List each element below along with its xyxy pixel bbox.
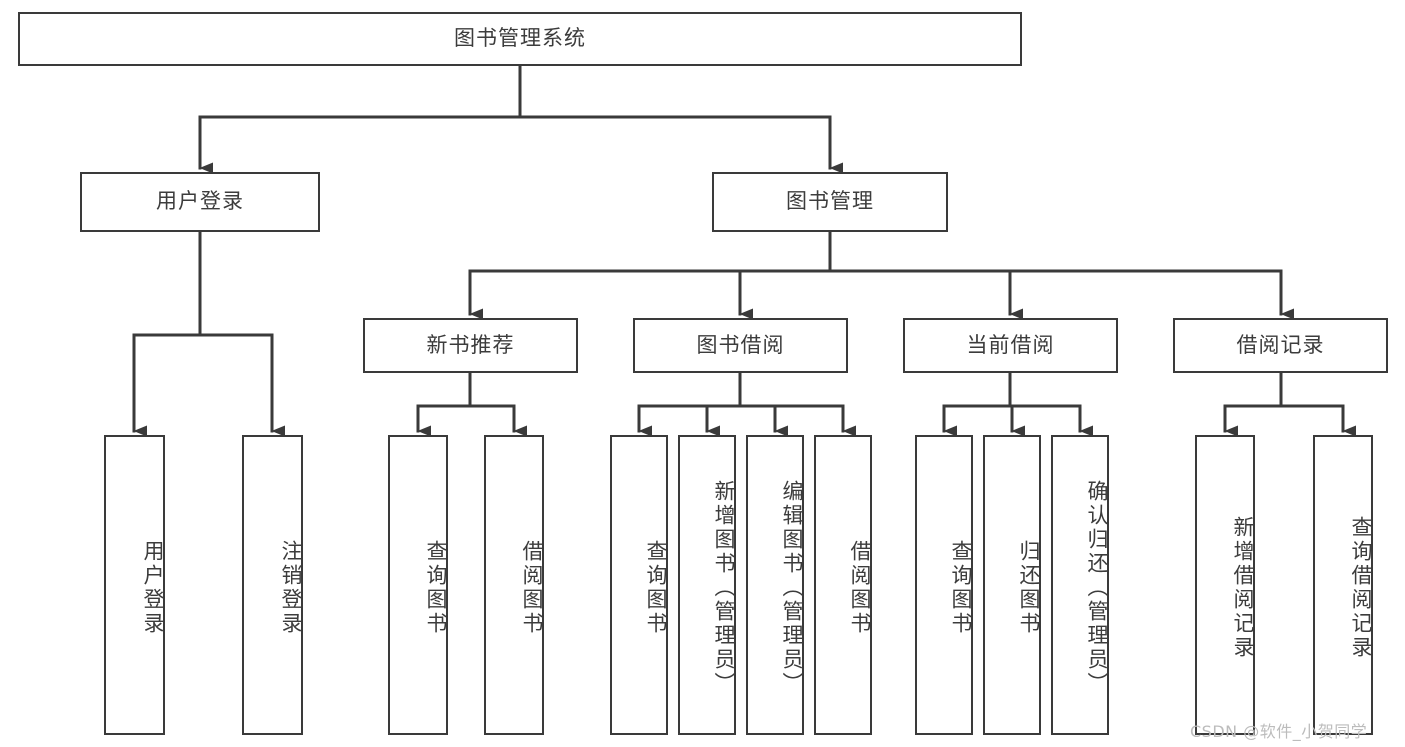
leaf-node[interactable]: 查询图书: [610, 435, 668, 735]
node-book-borrow-label: 图书借阅: [696, 332, 785, 357]
leaf-node[interactable]: 编辑图书（管理员）: [746, 435, 804, 735]
leaf-node-label: 查询图书: [949, 540, 973, 636]
node-book-management-label: 图书管理: [786, 189, 874, 214]
leaf-node-label: 新增图书（管理员）: [712, 480, 736, 696]
node-user-login-label: 用户登录: [156, 189, 244, 214]
leaf-node-label: 归还图书: [1017, 540, 1041, 636]
leaf-node-label: 编辑图书（管理员）: [780, 480, 804, 696]
leaf-node-label: 新增借阅记录: [1231, 516, 1255, 660]
leaf-node[interactable]: 查询图书: [915, 435, 973, 735]
node-borrow-record-label: 借阅记录: [1236, 332, 1325, 357]
leaf-node[interactable]: 确认归还（管理员）: [1051, 435, 1109, 735]
leaf-node[interactable]: 新增图书（管理员）: [678, 435, 736, 735]
node-new-book-recommend-label: 新书推荐: [426, 332, 515, 357]
leaf-node-label: 注销登录: [279, 540, 303, 636]
leaf-node-label: 确认归还（管理员）: [1085, 480, 1109, 696]
leaf-node[interactable]: 用户登录: [104, 435, 165, 735]
leaf-node[interactable]: 注销登录: [242, 435, 303, 735]
node-book-borrow[interactable]: 图书借阅: [633, 318, 848, 373]
node-current-borrow[interactable]: 当前借阅: [903, 318, 1118, 373]
node-book-management[interactable]: 图书管理: [712, 172, 948, 232]
node-new-book-recommend[interactable]: 新书推荐: [363, 318, 578, 373]
leaf-node[interactable]: 新增借阅记录: [1195, 435, 1255, 735]
leaf-node[interactable]: 查询图书: [388, 435, 448, 735]
leaf-node-label: 借阅图书: [848, 540, 872, 636]
leaf-node[interactable]: 归还图书: [983, 435, 1041, 735]
node-root-label: 图书管理系统: [454, 26, 586, 51]
node-root[interactable]: 图书管理系统: [18, 12, 1022, 66]
leaf-node[interactable]: 借阅图书: [814, 435, 872, 735]
csdn-watermark: CSDN @软件_小贺同学: [1190, 722, 1368, 741]
leaf-node-label: 查询图书: [424, 540, 448, 636]
node-borrow-record[interactable]: 借阅记录: [1173, 318, 1388, 373]
leaf-node-label: 查询借阅记录: [1349, 516, 1373, 660]
node-current-borrow-label: 当前借阅: [966, 332, 1055, 357]
leaf-node[interactable]: 查询借阅记录: [1313, 435, 1373, 735]
leaf-node-label: 用户登录: [141, 540, 165, 636]
leaf-node-label: 借阅图书: [520, 540, 544, 636]
leaf-node-label: 查询图书: [644, 540, 668, 636]
node-user-login[interactable]: 用户登录: [80, 172, 320, 232]
leaf-node[interactable]: 借阅图书: [484, 435, 544, 735]
